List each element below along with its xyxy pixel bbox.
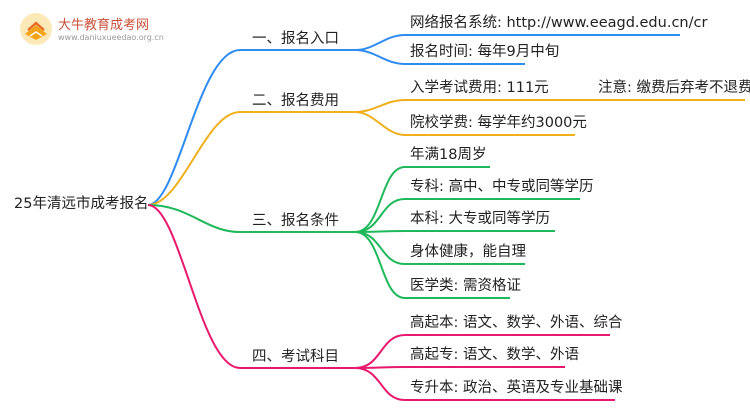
- leaf-4-2: 高起专: 语文、数学、外语: [410, 347, 579, 363]
- leaf-3-2: 专科: 高中、中专或同等学历: [410, 179, 594, 195]
- branch-2-label: 二、报名费用: [252, 93, 339, 109]
- site-logo: 大牛教育成考网 www.daniuxueedao.org.cn: [18, 10, 178, 50]
- logo-title: 大牛教育成考网: [58, 18, 150, 33]
- leaf-3-1: 年满18周岁: [410, 147, 487, 163]
- logo-subtitle: www.daniuxueedao.org.cn: [58, 33, 164, 42]
- root-node: 25年清远市成考报名: [14, 196, 149, 212]
- leaf-4-3: 专升本: 政治、英语及专业基础课: [410, 380, 623, 396]
- branch-3-label: 三、报名条件: [252, 213, 339, 229]
- leaf-3-4: 身体健康，能自理: [410, 244, 526, 260]
- connector-root-branch-1: [147, 49, 241, 206]
- book-logo-icon: [20, 13, 52, 45]
- leaf-2-1-note: 注意: 缴费后弃考不退费: [598, 80, 750, 96]
- connector-root-branch-2: [147, 111, 241, 206]
- leaf-3-3: 本科: 大专或同等学历: [410, 211, 550, 227]
- connector-root-branch-4: [147, 204, 241, 369]
- leaf-1-1: 网络报名系统: http://www.eeagd.edu.cn/cr: [410, 15, 708, 31]
- leaf-3-5: 医学类: 需资格证: [410, 278, 521, 294]
- branch-1-label: 一、报名入口: [252, 31, 339, 47]
- leaf-1-2: 报名时间: 每年9月中旬: [410, 44, 560, 60]
- branch-4-label: 四、考试科目: [252, 349, 339, 365]
- connector-root-branch-3: [147, 204, 241, 233]
- leaf-2-1: 入学考试费用: 111元: [410, 80, 549, 96]
- leaf-2-2: 院校学费: 每学年约3000元: [410, 115, 587, 131]
- leaf-4-1: 高起本: 语文、数学、外语、综合: [410, 315, 623, 331]
